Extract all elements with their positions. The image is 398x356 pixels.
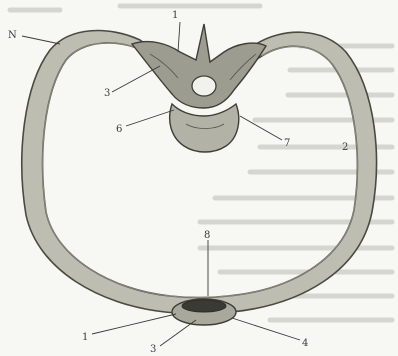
label-center: 8: [204, 230, 210, 241]
label-bottom-mid: 3: [150, 344, 156, 355]
label-bottom-right: 4: [302, 338, 308, 349]
label-top: 1: [172, 10, 178, 21]
vertebra: [132, 24, 266, 152]
label-right-mid: 7: [284, 138, 290, 149]
label-top-left: N: [8, 30, 17, 41]
label-upper-left: 3: [104, 88, 110, 99]
sternum-cavity: [182, 300, 226, 312]
label-bottom-left: 1: [82, 332, 88, 343]
sternum: [172, 299, 236, 325]
label-right-edge: 2: [342, 142, 348, 153]
vertebral-body: [170, 104, 239, 152]
label-left-mid: 6: [116, 124, 122, 135]
vertebral-foramen: [192, 76, 216, 96]
